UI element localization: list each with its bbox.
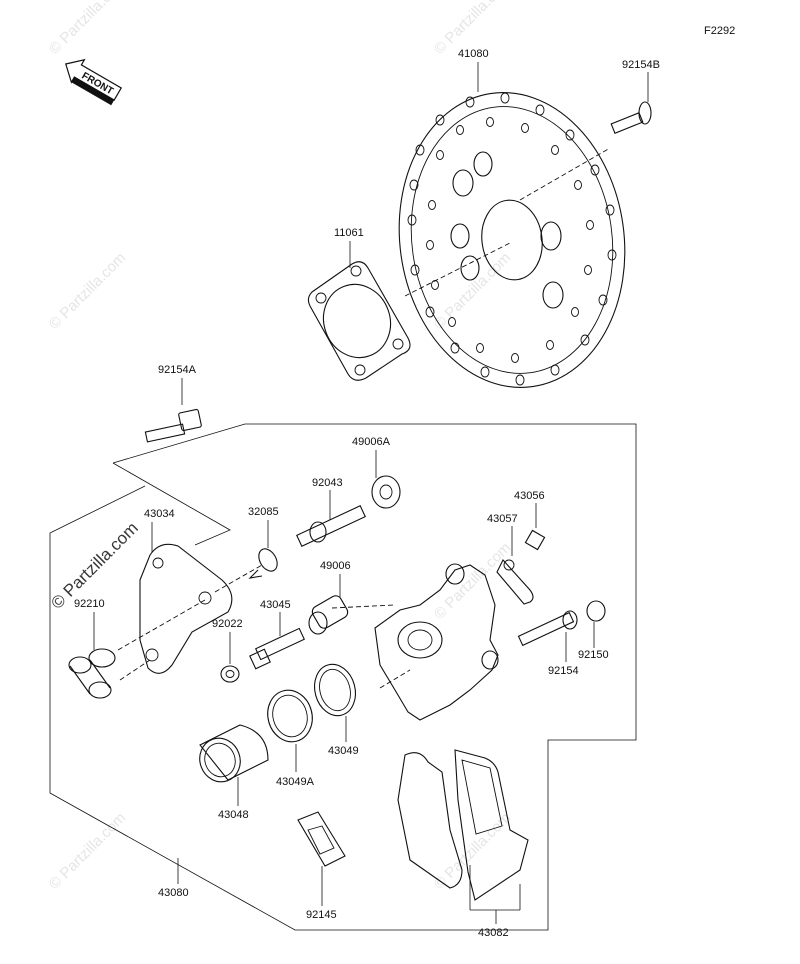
label-43056: 43056 (514, 490, 545, 502)
label-92210: 92210 (74, 598, 105, 610)
brake-pads (397, 749, 529, 901)
watermark: © Partzilla.com (46, 249, 129, 332)
caliper-body (331, 563, 499, 721)
label-43082: 43082 (478, 927, 509, 939)
label-43034: 43034 (144, 508, 175, 520)
caliper-bolt-a (144, 408, 202, 443)
pin-clip (214, 548, 278, 593)
assembly-outline (49, 423, 637, 931)
washer (220, 665, 240, 683)
label-43048: 43048 (218, 809, 249, 821)
disc-bolt (610, 101, 652, 134)
watermark: © Partzilla.com (46, 809, 129, 892)
label-92154B: 92154B (622, 59, 660, 71)
watermark: © Partzilla.com (46, 0, 129, 58)
piston-seal (313, 663, 357, 717)
label-92145: 92145 (306, 909, 337, 921)
bracket-pin (249, 627, 306, 670)
label-92154A: 92154A (158, 364, 197, 376)
label-49006: 49006 (320, 560, 351, 572)
leader-lines (93, 62, 649, 924)
bleeder-valve (496, 529, 546, 605)
watermark: © Partzilla.com (431, 809, 514, 892)
slide-pin (296, 505, 366, 547)
label-11061: 11061 (334, 227, 364, 239)
caliper-piston (199, 724, 269, 783)
watermark: © Partzilla.com (431, 539, 514, 622)
dust-seal (267, 689, 313, 743)
label-41080: 41080 (458, 48, 489, 60)
label-32085: 32085 (248, 506, 279, 518)
pin-boot-a (371, 475, 401, 509)
label-92043: 92043 (312, 477, 343, 489)
pad-spring (297, 811, 346, 867)
part-labels: 41080 92154B 11061 92154A 49006A 92043 3… (74, 48, 660, 939)
brake-disc (398, 92, 626, 388)
pin-boot (308, 595, 349, 635)
label-49006A: 49006A (352, 436, 391, 448)
label-43057: 43057 (487, 513, 518, 525)
caliper-bracket (117, 543, 233, 681)
label-43080: 43080 (158, 887, 189, 899)
disc-gasket (307, 261, 411, 381)
label-92154: 92154 (548, 665, 579, 677)
bracket-sleeve (68, 648, 116, 699)
label-92150: 92150 (578, 649, 609, 661)
label-43045: 43045 (260, 599, 291, 611)
caliper-pin (517, 600, 606, 647)
label-43049A: 43049A (276, 776, 315, 788)
figure-code: F2292 (704, 25, 735, 37)
label-92022: 92022 (212, 618, 243, 630)
label-43049: 43049 (328, 745, 359, 757)
front-arrow-icon: FRONT (64, 58, 123, 106)
